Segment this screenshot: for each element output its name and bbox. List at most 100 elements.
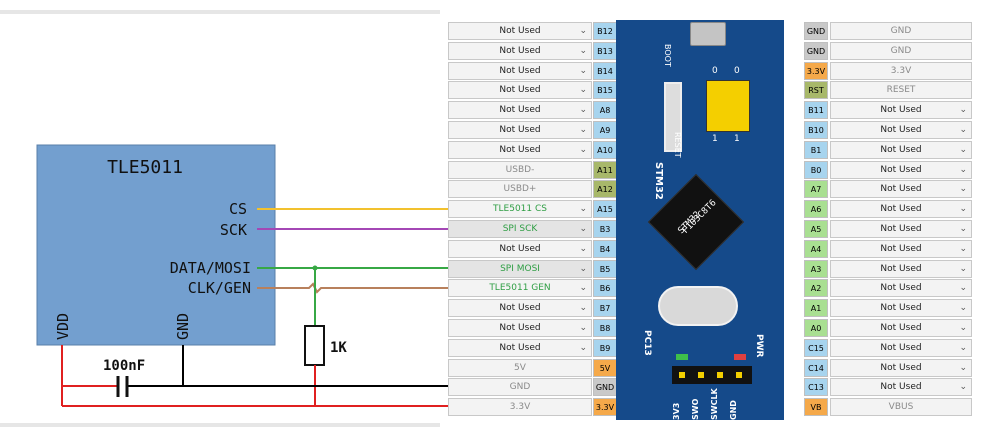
left-pin-select[interactable]: TLE5011 CS⌄ [448, 200, 592, 219]
chevron-down-icon: ⌄ [959, 243, 967, 254]
left-pin-name: B14 [593, 61, 617, 80]
right-pin-select[interactable]: Not Used ⌄ [830, 299, 972, 318]
left-pin-name: 5V [593, 358, 617, 377]
chevron-down-icon: ⌄ [579, 323, 587, 333]
pin-function-value: Not Used [880, 342, 922, 353]
right-pin-name: A2 [804, 279, 828, 298]
right-pin-select[interactable]: Not Used⌄ [830, 378, 972, 397]
left-pin-select: USBD- [448, 160, 592, 179]
right-pin-select[interactable]: Not Used ⌄ [830, 140, 972, 159]
right-board-pin-label: B11 [790, 99, 800, 120]
pin-function-value: GND [509, 382, 531, 393]
chevron-down-icon: ⌄ [959, 263, 967, 274]
left-pin-select[interactable]: Not Used⌄ [448, 319, 592, 337]
right-pin-select: RESET [830, 81, 972, 100]
right-pin-name: B10 [804, 121, 828, 139]
pin-function-value: SPI MOSI [500, 263, 540, 274]
pin-function-value: GND [890, 26, 912, 36]
header-pin-core [698, 372, 704, 378]
pc13-led [676, 354, 688, 360]
right-board-pin-label: G [790, 27, 800, 35]
left-pin-select[interactable]: Not Used⌄ [448, 121, 592, 139]
chip-title: TLE5011 [107, 157, 183, 178]
pin-function-value: Not Used [880, 204, 922, 215]
left-pin-select[interactable]: Not Used⌄ [448, 239, 592, 258]
header-pin-core [717, 372, 723, 378]
right-pin-select: GND [830, 22, 972, 40]
pin-function-value: 3.3V [509, 402, 531, 413]
pin-function-value: SPI SCK [502, 224, 538, 234]
chevron-down-icon: ⌄ [579, 204, 587, 215]
right-pin-name: GND [804, 41, 828, 60]
stm32-board: BOOT RESET 0 0 1 1 STM32 STM32 F103C8T6 … [616, 20, 784, 420]
swd-pin-label: SWO [691, 398, 700, 420]
left-pin-name: B8 [593, 319, 617, 337]
right-pin-select[interactable]: Not Used⌄ [830, 279, 972, 298]
chevron-down-icon: ⌄ [959, 224, 967, 234]
right-pin-name: GND [804, 22, 828, 40]
boot-jumpers[interactable] [706, 80, 750, 132]
reset-label: RESET [673, 132, 682, 158]
left-pin-name: B3 [593, 220, 617, 238]
right-pin-select[interactable]: Not Used⌄ [830, 101, 972, 120]
right-pin-name: A5 [804, 220, 828, 238]
chevron-down-icon: ⌄ [959, 204, 967, 215]
pin-function-value: Not Used [499, 125, 541, 135]
left-pin-select[interactable]: Not Used⌄ [448, 140, 592, 159]
left-pin-select[interactable]: Not Used⌄ [448, 81, 592, 100]
pin-function-value: Not Used [499, 342, 541, 353]
right-pin-select[interactable]: Not Used ⌄ [830, 200, 972, 219]
chevron-down-icon: ⌄ [579, 283, 587, 294]
pin-function-value: Not Used [880, 303, 922, 314]
left-pin-select[interactable]: TLE5011 GEN⌄ [448, 279, 592, 298]
chevron-down-icon: ⌄ [959, 342, 967, 353]
left-pin-select[interactable]: Not Used⌄ [448, 61, 592, 80]
left-pin-name: A8 [593, 101, 617, 120]
right-pin-select[interactable]: Not Used⌄ [830, 358, 972, 377]
pin-function-value: Not Used [880, 323, 922, 333]
left-pin-select[interactable]: Not Used⌄ [448, 101, 592, 120]
right-board-pin-label: C15 [790, 337, 800, 357]
right-pin-select[interactable]: Not Used⌄ [830, 180, 972, 199]
right-pin-select[interactable]: Not Used⌄ [830, 220, 972, 238]
chevron-down-icon: ⌄ [579, 243, 587, 254]
left-pin-select: GND [448, 378, 592, 397]
left-pin-select[interactable]: Not Used⌄ [448, 22, 592, 40]
right-pin-select[interactable]: Not Used⌄ [830, 259, 972, 278]
chevron-down-icon: ⌄ [579, 65, 587, 76]
wire-clk-gen [257, 282, 448, 294]
left-pin-select[interactable]: Not Used⌄ [448, 338, 592, 357]
right-pin-name: A4 [804, 239, 828, 258]
resistor-label: 1K [330, 340, 347, 356]
right-board-pin-label: VB [790, 400, 800, 415]
chevron-down-icon: ⌄ [579, 303, 587, 314]
left-pin-select[interactable]: SPI SCK⌄ [448, 220, 592, 238]
chevron-down-icon: ⌄ [579, 45, 587, 56]
pin-function-value: Not Used [499, 303, 541, 314]
right-pin-select: 3.3V [830, 61, 972, 80]
left-pin-select[interactable]: Not Used⌄ [448, 41, 592, 60]
pin-function-value: Not Used [880, 105, 922, 116]
right-pin-select[interactable]: Not Used ⌄ [830, 338, 972, 357]
left-pin-select[interactable]: SPI MOSI⌄ [448, 259, 592, 278]
pin-function-value: GND [890, 45, 912, 56]
swd-pin-label: 3V3 [672, 402, 681, 420]
right-pin-select[interactable]: Not Used⌄ [830, 121, 972, 139]
right-pin-select[interactable]: Not Used⌄ [830, 239, 972, 258]
right-board-pin-label: A1 [790, 301, 800, 315]
right-pin-select: VBUS [830, 398, 972, 417]
pin-label-sck: SCK [220, 221, 247, 239]
capacitor-label: 100nF [103, 358, 145, 374]
left-pin-name: B7 [593, 299, 617, 318]
right-pin-select[interactable]: Not Used⌄ [830, 319, 972, 337]
left-pin-select[interactable]: Not Used ⌄ [448, 299, 592, 318]
right-pin-select[interactable]: Not Used⌄ [830, 160, 972, 179]
chevron-down-icon: ⌄ [959, 164, 967, 175]
chevron-down-icon: ⌄ [959, 303, 967, 314]
pin-function-value: Not Used [880, 283, 922, 294]
pin-function-value: Not Used [880, 144, 922, 155]
reset-button[interactable] [664, 82, 682, 152]
chevron-down-icon: ⌄ [959, 144, 967, 155]
right-board-pin-label: C14 [790, 357, 800, 377]
